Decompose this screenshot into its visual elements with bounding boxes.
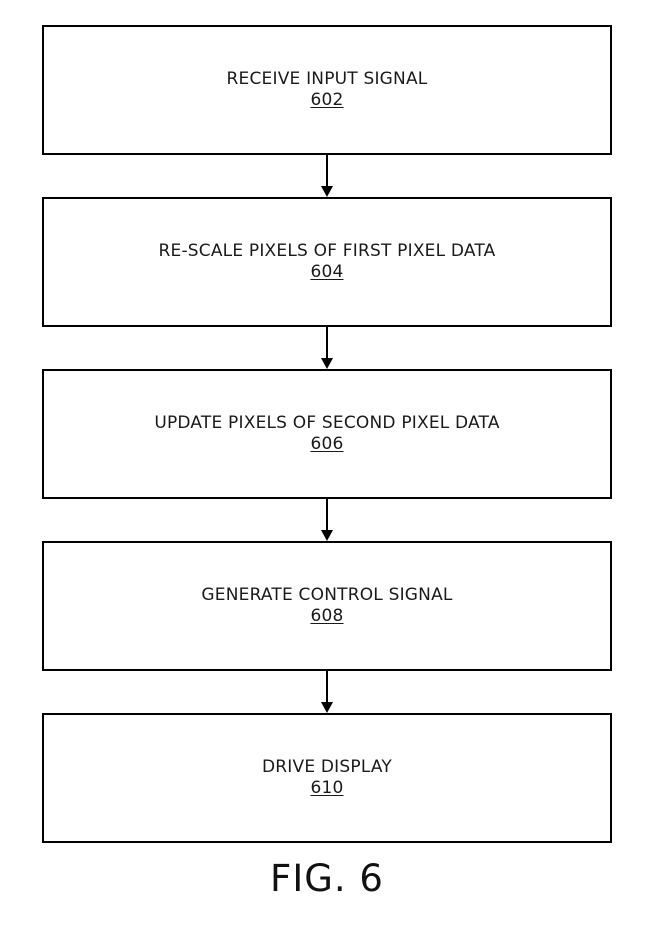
flow-step-602: RECEIVE INPUT SIGNAL 602 bbox=[42, 25, 612, 155]
arrow-line bbox=[326, 499, 328, 531]
flow-arrow bbox=[42, 155, 612, 197]
arrow-line bbox=[326, 155, 328, 187]
arrow-line bbox=[326, 671, 328, 703]
flow-arrow bbox=[42, 499, 612, 541]
flow-step-606: UPDATE PIXELS OF SECOND PIXEL DATA 606 bbox=[42, 369, 612, 499]
flow-step-ref: 602 bbox=[310, 90, 344, 110]
flow-step-ref: 604 bbox=[310, 262, 344, 282]
flow-step-ref: 610 bbox=[310, 778, 344, 798]
flow-step-604: RE-SCALE PIXELS OF FIRST PIXEL DATA 604 bbox=[42, 197, 612, 327]
arrow-down-icon bbox=[321, 186, 333, 197]
flow-step-label: RECEIVE INPUT SIGNAL bbox=[226, 69, 428, 89]
flow-arrow bbox=[42, 671, 612, 713]
flow-step-608: GENERATE CONTROL SIGNAL 608 bbox=[42, 541, 612, 671]
flow-step-610: DRIVE DISPLAY 610 bbox=[42, 713, 612, 843]
flow-step-label: UPDATE PIXELS OF SECOND PIXEL DATA bbox=[154, 413, 500, 433]
flow-step-label: DRIVE DISPLAY bbox=[262, 757, 392, 777]
flow-step-label: RE-SCALE PIXELS OF FIRST PIXEL DATA bbox=[158, 241, 496, 261]
flow-step-ref: 608 bbox=[310, 606, 344, 626]
figure-caption: FIG. 6 bbox=[270, 857, 384, 900]
flowchart: RECEIVE INPUT SIGNAL 602 RE-SCALE PIXELS… bbox=[42, 25, 612, 900]
flow-step-label: GENERATE CONTROL SIGNAL bbox=[201, 585, 453, 605]
arrow-down-icon bbox=[321, 530, 333, 541]
arrow-line bbox=[326, 327, 328, 359]
arrow-down-icon bbox=[321, 358, 333, 369]
arrow-down-icon bbox=[321, 702, 333, 713]
flow-step-ref: 606 bbox=[310, 434, 344, 454]
flow-arrow bbox=[42, 327, 612, 369]
